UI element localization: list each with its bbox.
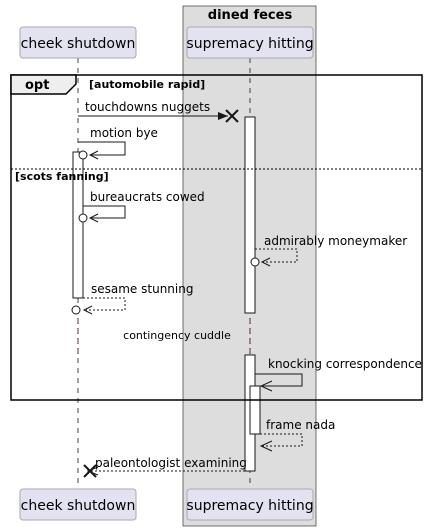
opt-guard-2: [scots fanning] [15,170,109,183]
opt-fragment-tab [10,74,77,95]
participant-left-bottom[interactable] [19,488,137,521]
message-8-arrowhead [86,466,99,476]
message-5-arrow [83,297,126,311]
message-5-lost-circle [71,305,81,315]
message-4-lost-circle [250,257,260,267]
message-3-arrow [83,205,126,219]
message-7-arrowhead [259,440,273,452]
message-4-label: admirably moneymaker [264,234,407,248]
message-7-label: frame nada [266,418,335,432]
delay-label: contingency cuddle [123,329,231,342]
participant-right-top-label: supremacy hitting [186,36,313,52]
activation-right-2 [249,385,261,435]
message-4-arrowhead [260,257,271,267]
participant-right-bottom-label: supremacy hitting [186,498,313,514]
message-6-arrowhead [259,380,273,392]
message-7-arrow [260,433,303,447]
opt-fragment [10,74,423,401]
participant-right-top[interactable] [186,26,314,59]
message-8-label: paleontologist examining [95,456,247,470]
opt-guard-1: [automobile rapid] [89,78,205,91]
message-2-lost-circle [78,150,88,160]
message-3-lost-circle [78,213,88,223]
group-box-title: dined feces [208,8,293,23]
participant-right-bottom[interactable] [186,488,314,521]
activation-right-1a [244,116,256,314]
participant-left-bottom-label: cheek shutdown [21,498,136,514]
message-5-arrowhead [82,305,93,315]
message-3-arrowhead [88,213,99,223]
destroy-icon-1 [225,109,239,123]
message-3-label: bureaucrats cowed [90,190,205,204]
message-6-label: knocking correspondence [268,357,422,371]
message-1-arrowhead [218,112,228,120]
message-4-arrow [255,248,298,263]
message-2-label: motion bye [90,126,158,140]
message-6-arrow [255,373,303,387]
opt-keyword: opt [25,78,49,93]
participant-left-top[interactable] [19,26,137,59]
message-5-label: sesame stunning [91,282,193,296]
destroy-icon-2 [83,464,97,478]
activation-left [72,151,84,299]
participant-left-top-label: cheek shutdown [21,36,136,52]
message-2-arrowhead [88,150,99,160]
message-1-label: touchdowns nuggets [85,100,210,114]
message-2-arrow [78,141,126,156]
